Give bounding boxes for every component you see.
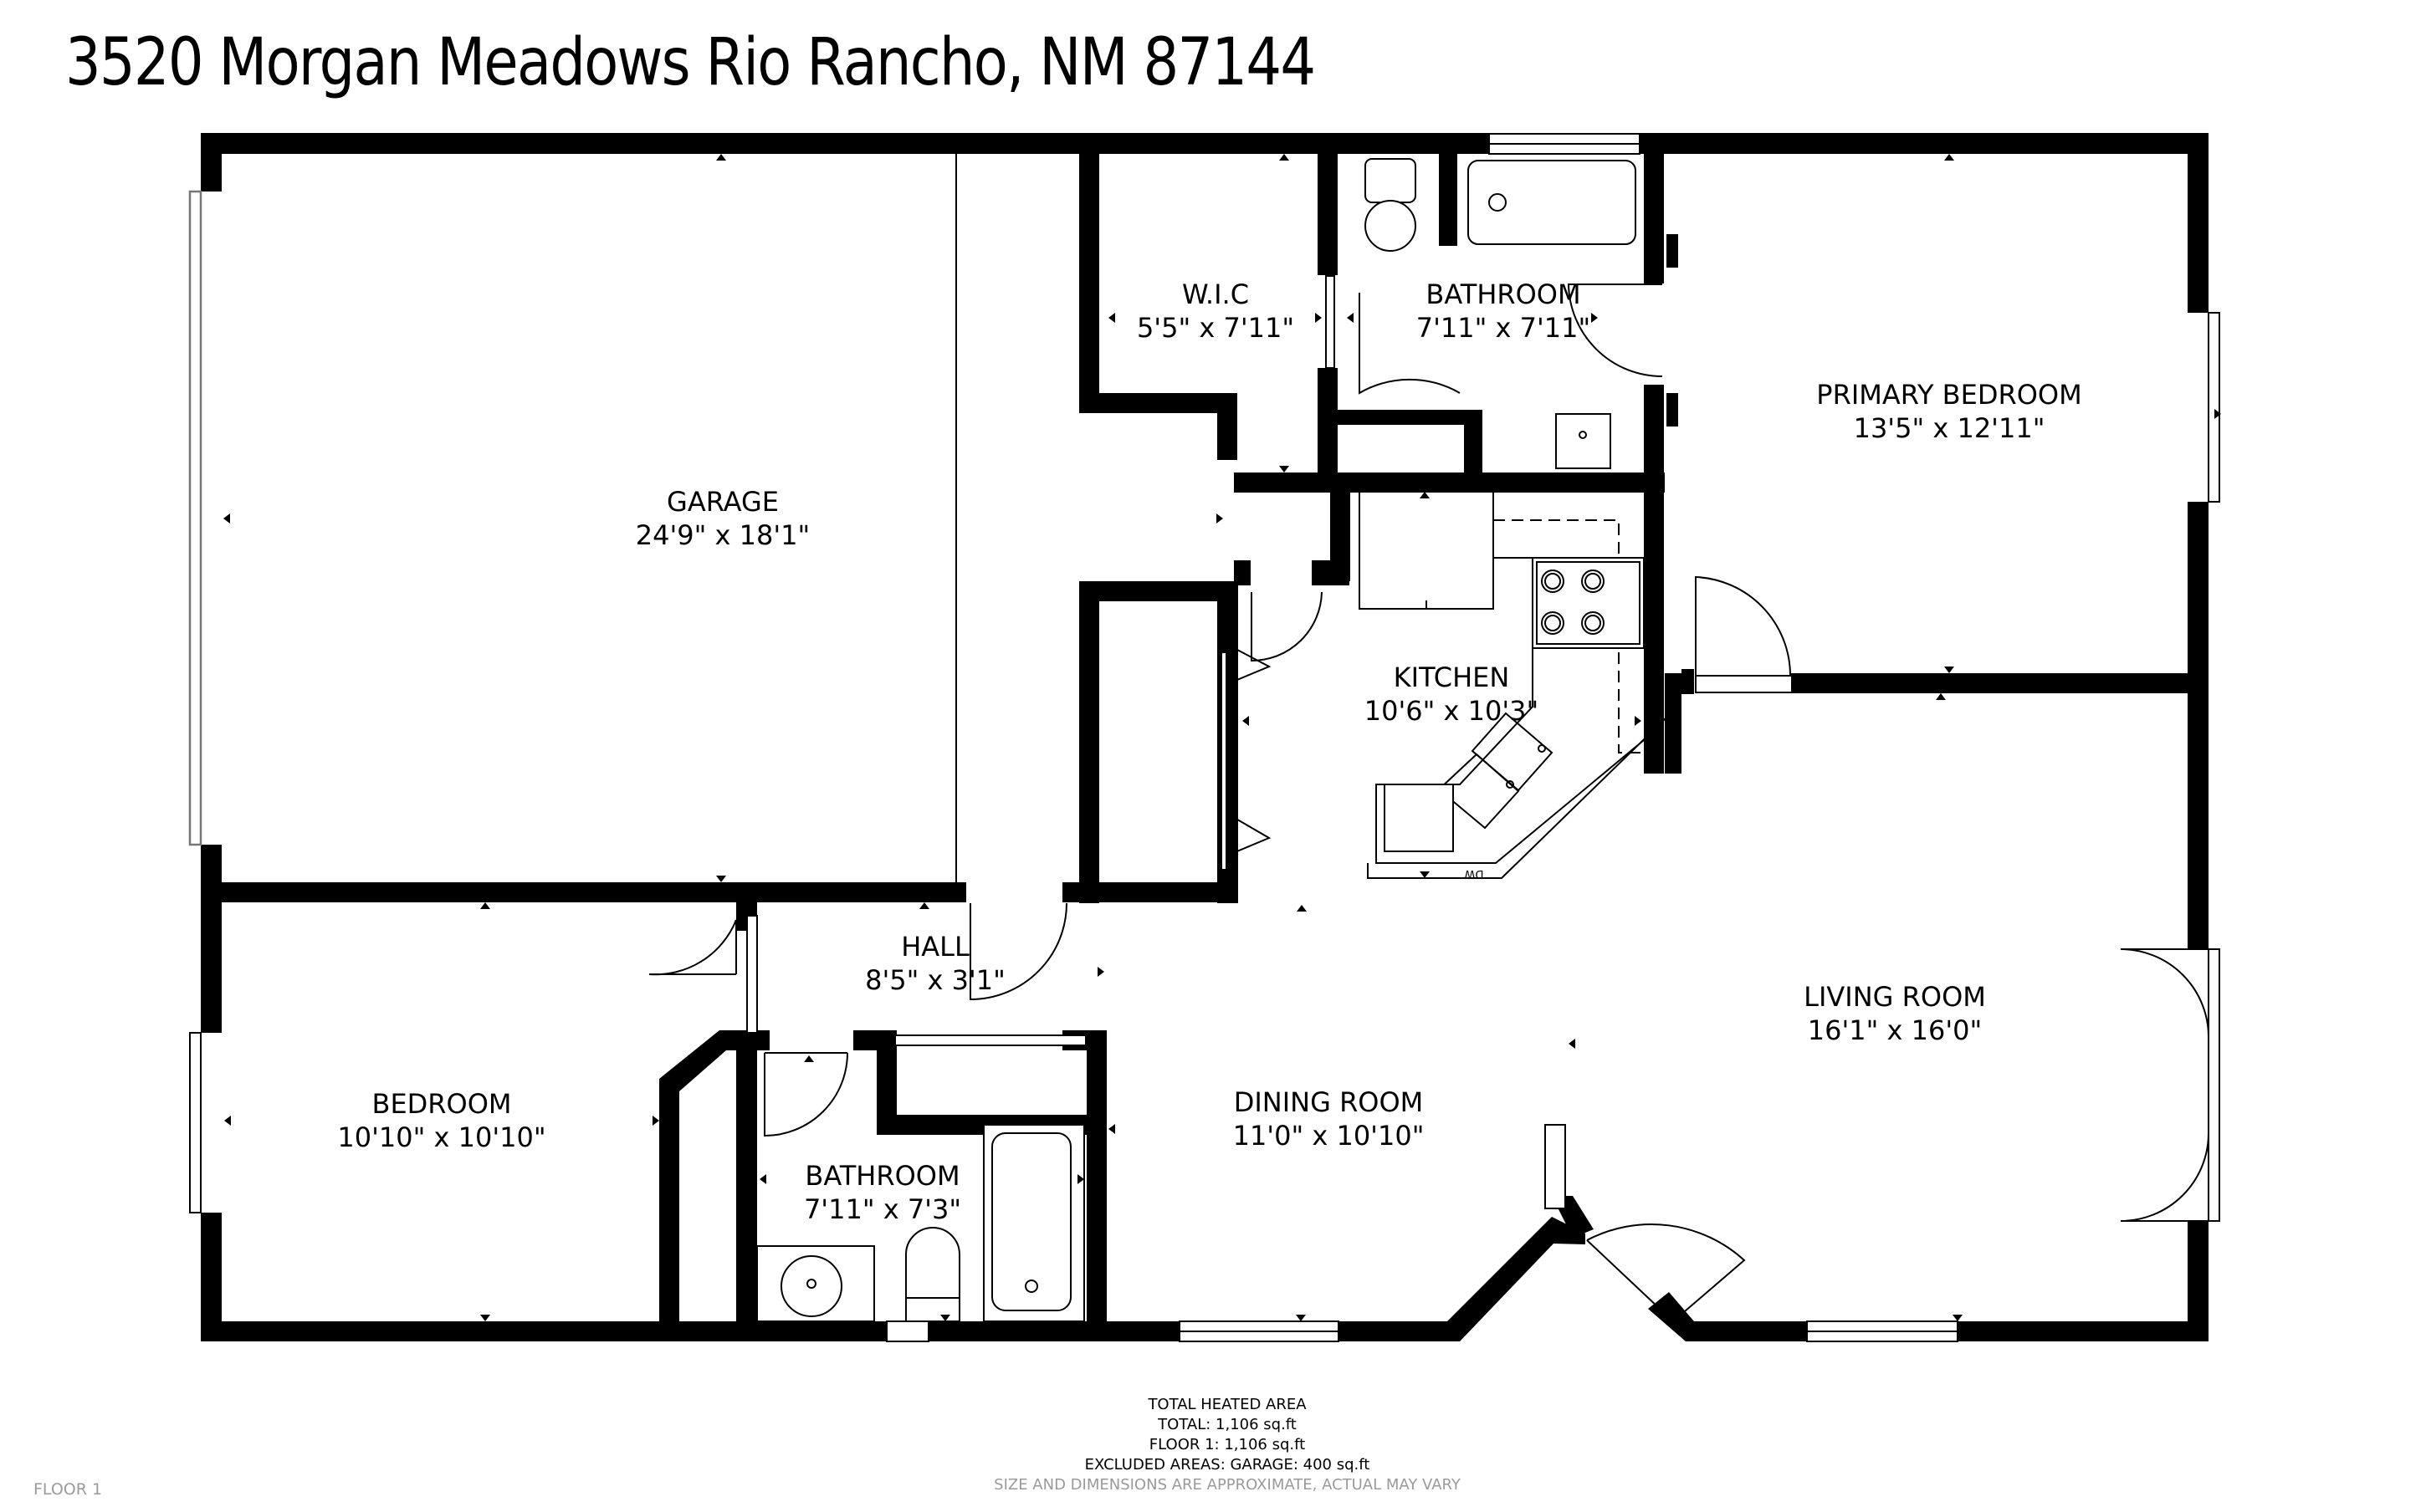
room-name: PRIMARY BEDROOM (1816, 379, 2082, 411)
room-dimensions: 11'0" x 10'10" (1232, 1120, 1425, 1152)
dishwasher-label: DW (1464, 867, 1484, 880)
room-dimensions: 7'11" x 7'3" (803, 1193, 962, 1225)
room-dimensions: 8'5" x 3'1" (865, 964, 1006, 996)
room-name: BATHROOM (1425, 278, 1581, 310)
floor-label: FLOOR 1 (33, 1480, 103, 1499)
room-kitchen: KITCHEN 10'6" x 10'3" (1364, 661, 1538, 728)
room-bedroom: BEDROOM 10'10" x 10'10" (337, 1087, 545, 1154)
room-name: GARAGE (667, 486, 779, 518)
room-bathroom-primary: BATHROOM 7'11" x 7'11" (1416, 278, 1590, 345)
doors (648, 275, 2209, 1322)
room-dimensions: 13'5" x 12'11" (1853, 412, 2045, 444)
interior-walls (201, 133, 2209, 1341)
room-name: BATHROOM (805, 1160, 960, 1192)
room-dimensions: 10'10" x 10'10" (337, 1121, 546, 1153)
room-dimensions: 10'6" x 10'3" (1364, 695, 1539, 727)
room-living-room: LIVING ROOM 16'1" x 16'0" (1804, 980, 1986, 1047)
page-title: 3520 Morgan Meadows Rio Rancho, NM 87144 (65, 25, 1316, 100)
dimension-markers (223, 154, 2221, 1321)
summary-total: TOTAL: 1,106 sq.ft (1158, 1416, 1297, 1433)
room-name: DINING ROOM (1233, 1086, 1424, 1118)
room-dining-room: DINING ROOM 11'0" x 10'10" (1233, 1085, 1425, 1152)
area-summary: TOTAL HEATED AREA TOTAL: 1,106 sq.ft FLO… (994, 1395, 1461, 1495)
summary-heading: TOTAL HEATED AREA (1148, 1396, 1307, 1413)
room-dimensions: 16'1" x 16'0" (1807, 1014, 1983, 1046)
summary-excluded: EXCLUDED AREAS: GARAGE: 400 sq.ft (1084, 1456, 1370, 1474)
room-name: KITCHEN (1393, 662, 1510, 693)
fixtures (756, 158, 1670, 1322)
room-dimensions: 24'9" x 18'1" (635, 519, 811, 551)
room-bathroom-2: BATHROOM 7'11" x 7'3" (804, 1159, 961, 1226)
room-name: HALL (901, 931, 970, 963)
room-dimensions: 7'11" x 7'11" (1415, 312, 1591, 344)
room-wic: W.I.C 5'5" x 7'11" (1137, 278, 1294, 345)
room-name: BEDROOM (371, 1088, 512, 1120)
summary-disclaimer: SIZE AND DIMENSIONS ARE APPROXIMATE, ACT… (994, 1476, 1461, 1494)
room-primary-bedroom: PRIMARY BEDROOM 13'5" x 12'11" (1816, 378, 2081, 445)
room-dimensions: 5'5" x 7'11" (1136, 312, 1295, 344)
room-hall: HALL 8'5" x 3'1" (865, 930, 1006, 997)
room-name: LIVING ROOM (1804, 981, 1986, 1013)
room-garage: GARAGE 24'9" x 18'1" (636, 485, 810, 552)
outer-walls (201, 133, 2209, 1341)
room-name: W.I.C (1181, 278, 1250, 310)
summary-floor1: FLOOR 1: 1,106 sq.ft (1149, 1436, 1306, 1453)
